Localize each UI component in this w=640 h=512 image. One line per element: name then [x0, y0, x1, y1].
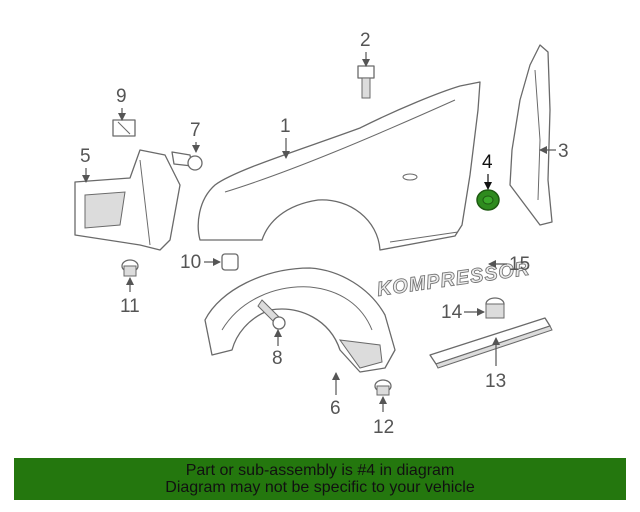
- callout-6: 6: [330, 398, 341, 419]
- callout-8: 8: [272, 348, 283, 369]
- wheel-liner-part[interactable]: [204, 267, 396, 373]
- callout-10: 10: [180, 252, 201, 273]
- callout-2: 2: [360, 30, 371, 51]
- parts-diagram: KOMPRESSOR 1 2 3 4 5 6 7 8 9 10 11 12 13…: [74, 30, 569, 438]
- callout-15: 15: [509, 254, 530, 275]
- callout-13: 13: [485, 371, 506, 392]
- fender-part[interactable]: [197, 81, 481, 251]
- bolt-part-7[interactable]: [171, 151, 203, 171]
- footer-line-2: Diagram may not be specific to your vehi…: [165, 479, 475, 496]
- screw-part-8[interactable]: [257, 299, 286, 330]
- callout-7: 7: [190, 120, 201, 141]
- callout-1: 1: [280, 116, 291, 137]
- molding-part-13[interactable]: [429, 317, 553, 369]
- callout-9: 9: [116, 86, 127, 107]
- footer-line-1: Part or sub-assembly is #4 in diagram: [185, 462, 455, 479]
- push-nut-part-11[interactable]: [121, 259, 139, 277]
- bracket-part-5[interactable]: [74, 149, 181, 251]
- callout-11: 11: [120, 296, 140, 317]
- bolt-part-2[interactable]: [357, 65, 375, 99]
- push-nut-part-12[interactable]: [374, 379, 392, 396]
- clip-part-10[interactable]: [221, 253, 239, 271]
- liner-strip-part[interactable]: [509, 44, 553, 226]
- callout-3: 3: [558, 141, 569, 162]
- callout-4: 4: [482, 152, 493, 173]
- callout-14: 14: [441, 302, 463, 323]
- callout-12: 12: [373, 417, 394, 438]
- clip-part-9[interactable]: [112, 119, 136, 137]
- grommet-part-14[interactable]: [485, 297, 505, 319]
- footer-banner: Part or sub-assembly is #4 in diagram Di…: [14, 458, 626, 500]
- callout-5: 5: [80, 146, 91, 167]
- clip-part-4-highlighted[interactable]: [476, 189, 500, 211]
